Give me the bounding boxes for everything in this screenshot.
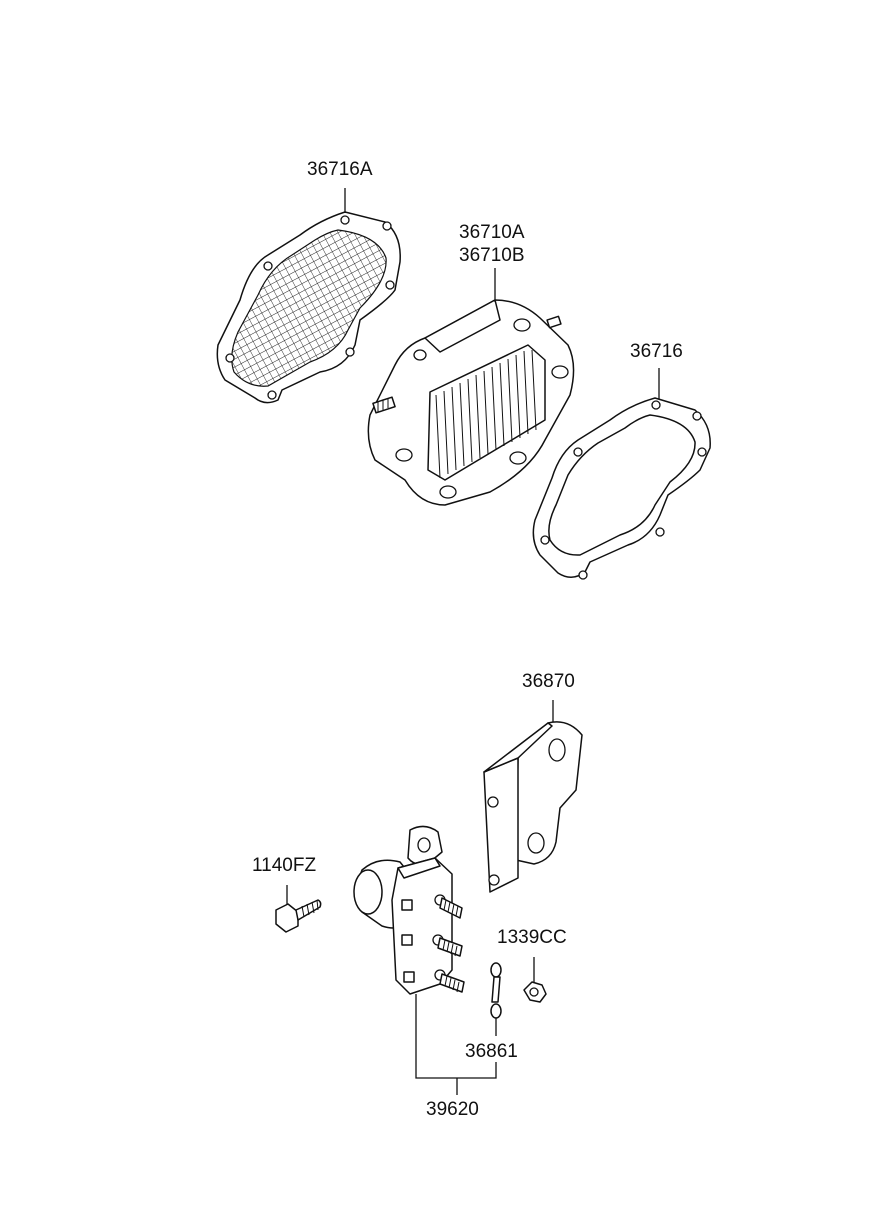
label-36870: 36870 (522, 671, 575, 692)
cooler-fins (435, 349, 537, 479)
link-36861 (490, 962, 502, 1019)
label-1339CC: 1339CC (497, 927, 567, 948)
label-36861: 36861 (465, 1041, 518, 1062)
oil-cooler-36710 (367, 299, 575, 506)
switch-assembly-39620 (353, 825, 465, 995)
label-36716A: 36716A (307, 159, 373, 180)
bolt-1140FZ (275, 899, 322, 933)
bracket-36870 (483, 721, 583, 893)
gasket-36716 (532, 397, 711, 580)
nut-1339CC (523, 981, 547, 1003)
label-36710B: 36710B (459, 245, 525, 266)
label-36710A: 36710A (459, 222, 525, 243)
label-39620: 39620 (426, 1099, 479, 1120)
screen-plate-36716A (216, 211, 401, 404)
label-36716: 36716 (630, 341, 683, 362)
label-1140FZ: 1140FZ (252, 855, 316, 876)
leader-lines (286, 188, 660, 1095)
